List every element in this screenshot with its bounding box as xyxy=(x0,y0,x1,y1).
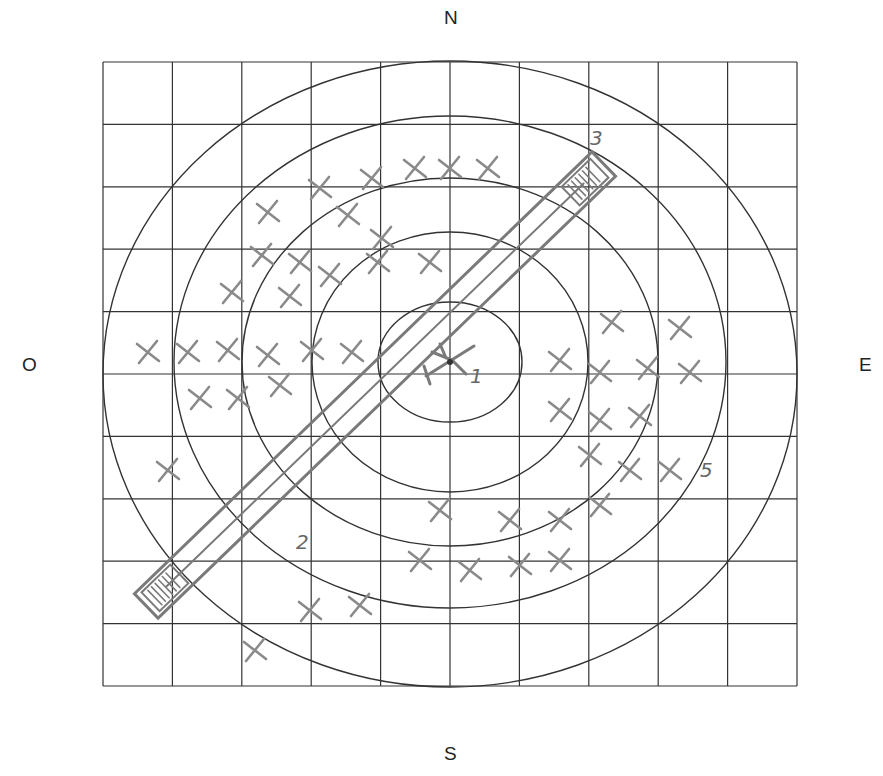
hatch-stroke xyxy=(568,185,582,199)
ring xyxy=(174,116,726,608)
ring xyxy=(312,232,588,492)
compass-letter: E xyxy=(859,355,872,374)
cross-mark xyxy=(299,599,321,621)
cross-mark xyxy=(341,341,363,363)
hatch-stroke xyxy=(572,181,586,195)
grid-line xyxy=(103,561,797,562)
compass-letter: S xyxy=(444,744,457,763)
cross-mark xyxy=(244,639,266,661)
fuselage xyxy=(426,346,474,376)
hatch-stroke xyxy=(159,580,173,594)
runway-end xyxy=(562,159,609,205)
cross-mark xyxy=(227,387,249,409)
cross-mark xyxy=(217,339,239,361)
airplane-sketch xyxy=(424,344,474,384)
cross-mark xyxy=(137,341,159,363)
cross-mark xyxy=(679,361,701,383)
cross-mark xyxy=(429,499,451,521)
cross-mark xyxy=(257,201,279,223)
grid-line xyxy=(103,436,797,437)
cross-mark xyxy=(157,459,179,481)
cross-mark xyxy=(367,251,389,273)
cross-mark xyxy=(549,349,571,371)
cross-mark xyxy=(589,361,611,383)
compass-letter: N xyxy=(444,8,458,27)
search-marks xyxy=(137,157,701,661)
cross-mark xyxy=(361,167,383,189)
cross-mark xyxy=(269,374,291,396)
hatch-stroke xyxy=(166,573,180,587)
cross-mark xyxy=(499,509,521,531)
cross-mark xyxy=(409,549,431,571)
center-dot xyxy=(447,359,453,365)
hatch-stroke xyxy=(575,178,589,192)
callout-number: 5 xyxy=(700,460,713,480)
compass-letter: O xyxy=(22,355,37,374)
grid xyxy=(103,62,797,686)
cross-mark xyxy=(601,311,623,333)
runway-sketch xyxy=(134,152,615,618)
cross-mark xyxy=(371,227,393,249)
cross-mark xyxy=(637,357,659,379)
grid-line xyxy=(103,249,797,250)
ring xyxy=(242,178,658,546)
hatch-stroke xyxy=(579,174,593,188)
cross-mark xyxy=(669,317,691,339)
cross-mark xyxy=(257,344,279,366)
cross-mark xyxy=(439,157,461,179)
cross-mark xyxy=(549,549,571,571)
runway-end xyxy=(142,565,189,611)
cross-mark xyxy=(404,157,426,179)
cross-mark xyxy=(589,409,611,431)
range-rings xyxy=(103,61,797,687)
hatch-stroke xyxy=(162,576,176,590)
cross-mark xyxy=(629,405,651,427)
cross-mark xyxy=(251,244,273,266)
tail xyxy=(424,366,430,384)
callout-number: 2 xyxy=(296,532,309,552)
hatch-stroke xyxy=(582,171,596,185)
callout-number: 3 xyxy=(590,128,603,148)
runway-centerline xyxy=(166,184,583,587)
cross-mark xyxy=(337,204,359,226)
cross-mark xyxy=(221,281,243,303)
cross-mark xyxy=(349,594,371,616)
cross-mark xyxy=(659,459,681,481)
cross-mark xyxy=(309,177,331,199)
grid-line xyxy=(103,124,797,125)
hatch-stroke xyxy=(148,590,162,604)
wing xyxy=(432,344,466,374)
cross-mark xyxy=(419,251,441,273)
hatch-stroke xyxy=(155,583,169,597)
grid-line xyxy=(103,186,797,187)
cross-mark xyxy=(579,444,601,466)
cross-mark xyxy=(189,387,211,409)
hatch-stroke xyxy=(152,587,166,601)
cross-mark xyxy=(301,339,323,361)
cross-mark xyxy=(549,399,571,421)
runway xyxy=(134,152,615,618)
cross-mark xyxy=(509,554,531,576)
ring xyxy=(103,61,797,687)
callout-number: 1 xyxy=(470,366,483,386)
cross-mark xyxy=(177,341,199,363)
cross-mark xyxy=(477,157,499,179)
cross-mark xyxy=(459,559,481,581)
cross-mark xyxy=(289,251,311,273)
cross-mark xyxy=(619,459,641,481)
cross-mark xyxy=(589,494,611,516)
cross-mark xyxy=(319,264,341,286)
cross-mark xyxy=(279,285,301,307)
grid-line xyxy=(103,623,797,624)
cross-mark xyxy=(549,509,571,531)
hatch-stroke xyxy=(586,167,600,181)
